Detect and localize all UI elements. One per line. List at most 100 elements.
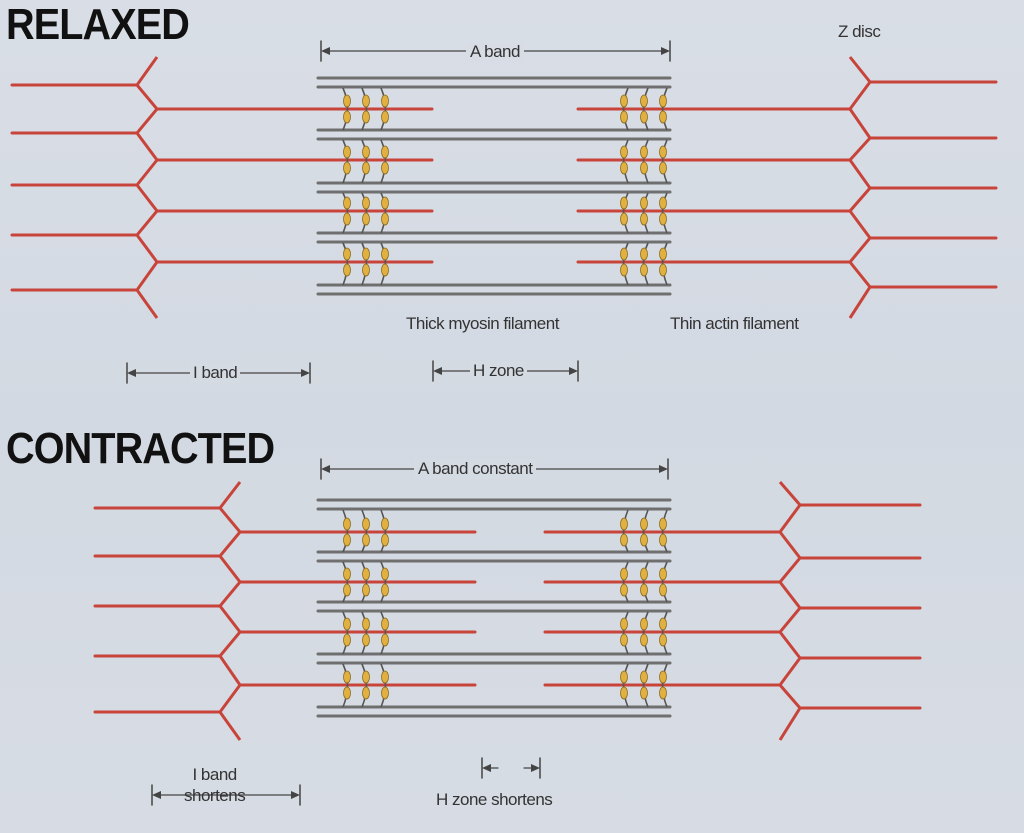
relaxed-myosin-head: [381, 247, 389, 261]
h-zone-dimension-arrow-left: [433, 367, 442, 375]
h-zone-shortens-arrow-left: [482, 764, 491, 772]
contracted-myosin-head: [659, 517, 667, 531]
contracted-myosin-head: [362, 633, 370, 647]
contracted-myosin-head: [381, 670, 389, 684]
relaxed-title: RELAXED: [6, 0, 190, 49]
relaxed-myosin-head: [343, 196, 351, 210]
relaxed-myosin-head-arm: [342, 242, 349, 286]
relaxed-myosin-head-arm: [622, 242, 629, 286]
relaxed-myosin-head-arm: [361, 139, 368, 184]
contracted-myosin-head: [362, 670, 370, 684]
contracted-myosin-head: [620, 617, 628, 631]
contracted-myosin-head-arm: [342, 509, 349, 553]
contracted-myosin-head: [640, 686, 648, 700]
relaxed-myosin-head: [362, 145, 370, 159]
contracted-myosin-head: [659, 617, 667, 631]
relaxed-myosin-head: [620, 263, 628, 277]
contracted-myosin-head: [343, 583, 351, 597]
contracted-myosin-head: [343, 670, 351, 684]
relaxed-myosin-head: [640, 161, 648, 175]
relaxed-myosin-head: [659, 212, 667, 226]
relaxed-myosin-head: [343, 110, 351, 124]
contracted-myosin-head-arm: [642, 611, 649, 655]
relaxed-myosin-head: [640, 145, 648, 159]
relaxed-myosin-head: [640, 247, 648, 261]
i-band-shortens-dimension-arrow-left: [152, 791, 161, 799]
relaxed-z-disc-right: [848, 56, 872, 319]
i-band-shortens-label: I band shortens: [184, 764, 246, 806]
a-band-dimension-arrow-right: [661, 47, 670, 55]
relaxed-myosin-head-arm: [661, 242, 668, 286]
contracted-myosin-head-arm: [642, 663, 649, 708]
relaxed-myosin-head-arm: [661, 192, 668, 234]
relaxed-myosin-head: [659, 247, 667, 261]
contracted-myosin-head: [362, 517, 370, 531]
relaxed-myosin-head-arm: [642, 242, 649, 286]
i-band-label: I band: [190, 363, 241, 383]
contracted-myosin-head: [620, 533, 628, 547]
relaxed-myosin-head: [640, 212, 648, 226]
relaxed-myosin-head-arm: [661, 87, 668, 131]
h-zone-shortens-label: H zone shortens: [436, 790, 553, 809]
relaxed-myosin-head-arm: [361, 192, 368, 234]
relaxed-myosin-head: [620, 94, 628, 108]
relaxed-myosin-head: [343, 145, 351, 159]
contracted-title: CONTRACTED: [6, 424, 275, 473]
relaxed-myosin-head: [659, 196, 667, 210]
contracted-myosin-head-arm: [380, 611, 387, 655]
contracted-myosin-head-arm: [380, 509, 387, 553]
contracted-myosin-head: [362, 686, 370, 700]
a-band-constant-label: A band constant: [414, 459, 537, 479]
relaxed-myosin-head-arm: [661, 139, 668, 184]
z-disc-label: Z disc: [838, 22, 881, 41]
relaxed-myosin-head: [659, 110, 667, 124]
h-zone-label: H zone: [470, 361, 527, 381]
contracted-myosin-head: [343, 533, 351, 547]
relaxed-myosin-head: [381, 145, 389, 159]
contracted-myosin-head: [381, 686, 389, 700]
a-band-constant-dimension-arrow-left: [321, 465, 330, 473]
relaxed-myosin-head: [381, 110, 389, 124]
relaxed-myosin-head-arm: [342, 192, 349, 234]
relaxed-myosin-head-arm: [622, 139, 629, 184]
contracted-myosin-head: [381, 567, 389, 581]
relaxed-myosin-head: [620, 145, 628, 159]
contracted-myosin-head: [343, 686, 351, 700]
relaxed-myosin-head-arm: [622, 87, 629, 131]
relaxed-myosin-head-arm: [380, 87, 387, 131]
relaxed-myosin-head: [640, 110, 648, 124]
i-band-dimension-arrow-right: [301, 369, 310, 377]
relaxed-myosin-head: [659, 263, 667, 277]
relaxed-myosin-head: [362, 161, 370, 175]
relaxed-myosin-head: [343, 161, 351, 175]
relaxed-myosin-head: [620, 110, 628, 124]
contracted-myosin-head: [659, 533, 667, 547]
contracted-z-disc-right: [778, 481, 802, 741]
relaxed-myosin-head: [343, 94, 351, 108]
contracted-myosin-head: [362, 533, 370, 547]
relaxed-myosin-head: [659, 161, 667, 175]
contracted-myosin-head: [659, 633, 667, 647]
contracted-myosin-head-arm: [342, 561, 349, 603]
contracted-myosin-head: [640, 633, 648, 647]
h-zone-dimension-arrow-right: [569, 367, 578, 375]
contracted-myosin-head: [620, 517, 628, 531]
contracted-myosin-head-arm: [622, 663, 629, 708]
relaxed-myosin-head: [362, 196, 370, 210]
relaxed-myosin-head: [640, 196, 648, 210]
relaxed-myosin-head-arm: [361, 242, 368, 286]
relaxed-myosin-head: [362, 110, 370, 124]
thick-myosin-label: Thick myosin filament: [406, 314, 559, 333]
contracted-myosin-head: [381, 617, 389, 631]
contracted-myosin-head-arm: [661, 561, 668, 603]
contracted-myosin-head-arm: [622, 561, 629, 603]
relaxed-myosin-head: [362, 94, 370, 108]
contracted-myosin-head: [659, 686, 667, 700]
contracted-myosin-head: [343, 617, 351, 631]
a-band-constant-dimension-arrow-right: [659, 465, 668, 473]
i-band-shortens-dimension-arrow-right: [291, 791, 300, 799]
relaxed-myosin-head: [343, 247, 351, 261]
contracted-myosin-head-arm: [622, 611, 629, 655]
relaxed-myosin-head: [381, 161, 389, 175]
